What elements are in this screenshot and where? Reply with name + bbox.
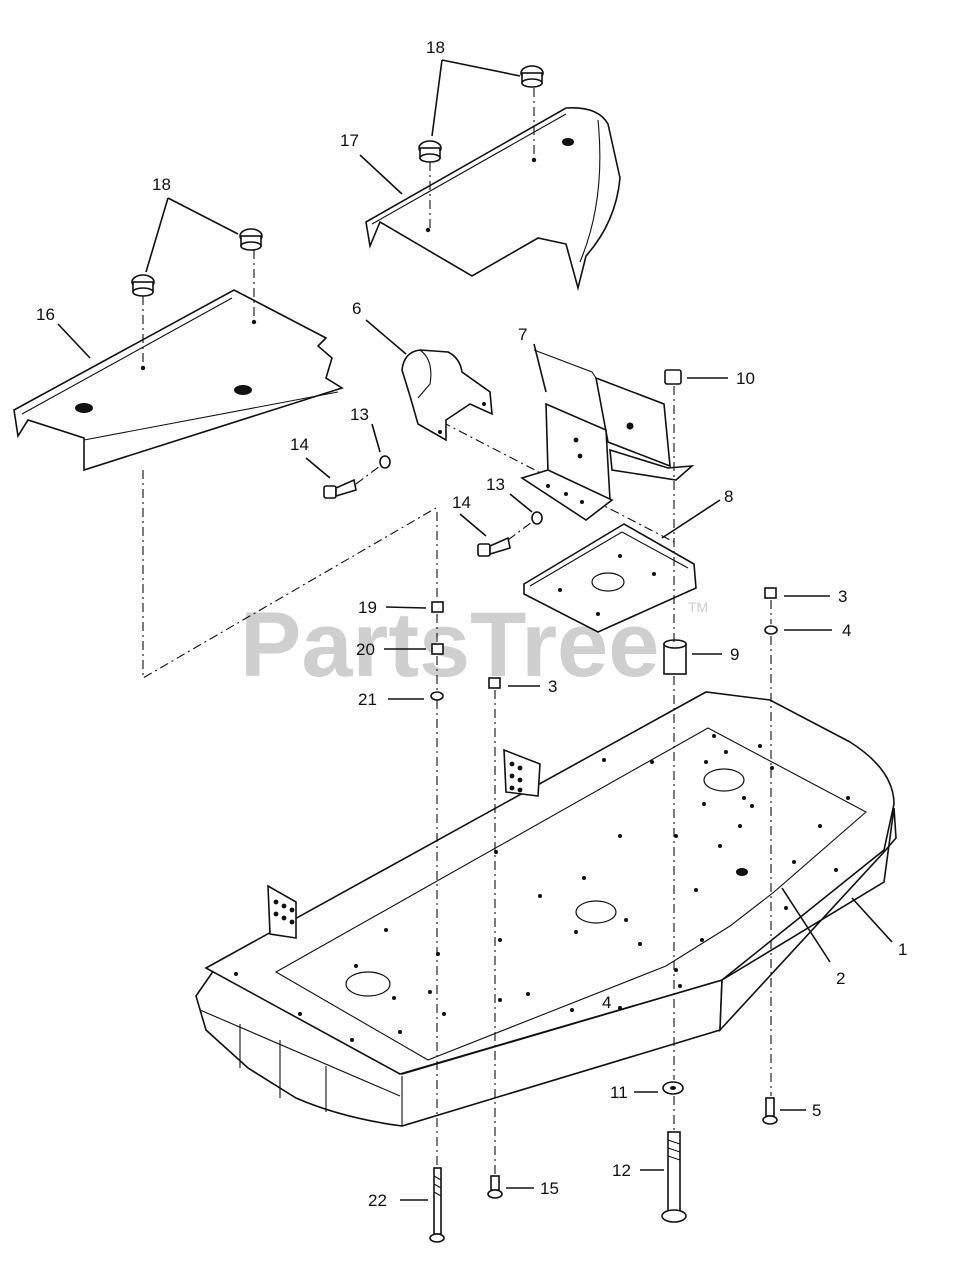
part-20-nut bbox=[431, 643, 444, 655]
callout-2: 2 bbox=[836, 969, 845, 988]
callout-8: 8 bbox=[724, 487, 733, 506]
part-18-knob-upper-left bbox=[418, 140, 442, 163]
callout-11: 11 bbox=[610, 1083, 628, 1102]
part-5-bolt bbox=[762, 1097, 778, 1125]
callout-14a: 14 bbox=[290, 435, 309, 454]
callout-9: 9 bbox=[730, 645, 739, 664]
part-18-knob-upper-right bbox=[520, 65, 544, 88]
leader-lines bbox=[57, 59, 893, 1201]
part-7-bracket bbox=[520, 349, 695, 521]
part-16-belt-cover-left bbox=[13, 289, 344, 472]
callout-10: 10 bbox=[736, 369, 755, 388]
part-14-bolt-lower bbox=[477, 536, 511, 557]
callout-18a: 18 bbox=[426, 38, 445, 57]
callout-6: 6 bbox=[352, 299, 361, 318]
part-10-nut bbox=[664, 369, 682, 385]
callout-5: 5 bbox=[812, 1101, 821, 1120]
callout-3b: 3 bbox=[838, 587, 847, 606]
part-13-washer-lower bbox=[531, 511, 543, 525]
callout-17: 17 bbox=[340, 131, 359, 150]
watermark-trademark: TM bbox=[688, 599, 708, 615]
part-18-knob-left-a bbox=[131, 274, 155, 297]
callout-14b: 14 bbox=[452, 493, 471, 512]
callout-1: 1 bbox=[898, 940, 907, 959]
part-17-belt-cover-right bbox=[365, 107, 621, 292]
part-1-mower-deck bbox=[195, 691, 897, 1127]
part-14-bolt-upper bbox=[323, 478, 357, 499]
callout-22: 22 bbox=[368, 1191, 387, 1210]
part-15-bolt bbox=[487, 1175, 503, 1199]
part-13-washer-upper bbox=[379, 455, 391, 469]
part-3-nut-middle bbox=[488, 677, 501, 689]
callout-4a: 4 bbox=[602, 993, 611, 1012]
callout-20: 20 bbox=[356, 640, 375, 659]
part-19-nut bbox=[431, 601, 444, 613]
part-18-knob-left-b bbox=[239, 228, 263, 251]
callout-7: 7 bbox=[518, 325, 527, 344]
part-6-spindle-clip bbox=[401, 349, 493, 442]
callout-13a: 13 bbox=[350, 405, 369, 424]
callout-3a: 3 bbox=[548, 677, 557, 696]
part-11-washer bbox=[662, 1081, 684, 1095]
callout-12: 12 bbox=[612, 1161, 631, 1180]
part-3-nut-right bbox=[764, 587, 777, 599]
callout-21: 21 bbox=[358, 690, 377, 709]
callout-19: 19 bbox=[358, 598, 377, 617]
callout-15: 15 bbox=[540, 1179, 559, 1198]
part-12-spindle-bolt bbox=[661, 1131, 687, 1223]
part-4-washer-right bbox=[764, 625, 778, 635]
callout-16: 16 bbox=[36, 305, 55, 324]
part-9-spacer bbox=[663, 639, 687, 675]
part-8-mounting-plate bbox=[523, 523, 697, 633]
part-22-long-bolt bbox=[429, 1167, 445, 1243]
callout-4b: 4 bbox=[842, 621, 851, 640]
part-21-washer bbox=[430, 691, 444, 701]
callout-13b: 13 bbox=[486, 475, 505, 494]
callout-18b: 18 bbox=[152, 175, 171, 194]
